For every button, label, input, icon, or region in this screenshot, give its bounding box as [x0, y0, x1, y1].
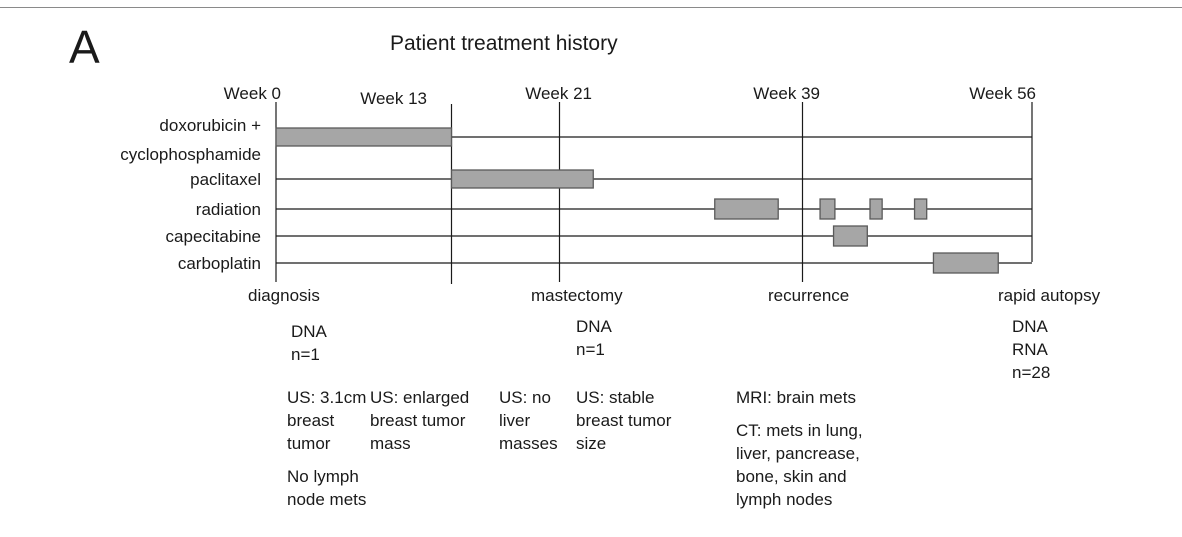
finding-line: size: [576, 434, 607, 453]
week-label: Week 21: [525, 84, 592, 103]
finding-mri: MRI: brain mets: [736, 386, 856, 409]
autopsy-samples: DNA RNA n=28: [1012, 315, 1050, 384]
finding-line: mass: [370, 434, 411, 453]
sample-line: DNA: [291, 322, 327, 341]
treatment-bar: [913, 198, 928, 220]
finding-ct: CT: mets in lung, liver, pancrease, bone…: [736, 419, 863, 511]
finding-line: masses: [499, 434, 558, 453]
finding-line: breast tumor: [370, 411, 466, 430]
week-label: Week 13: [360, 89, 427, 108]
finding-line: US: no: [499, 388, 551, 407]
finding-line: lymph nodes: [736, 490, 833, 509]
sample-line: RNA: [1012, 340, 1048, 359]
week-label: Week 39: [753, 84, 820, 103]
treatment-bar: [714, 198, 779, 220]
finding-line: MRI: brain mets: [736, 388, 856, 407]
event-label: diagnosis: [248, 286, 320, 305]
chart-title: Patient treatment history: [390, 32, 618, 55]
finding-line: node mets: [287, 490, 367, 509]
finding-line: breast: [287, 411, 335, 430]
finding-line: bone, skin and: [736, 467, 847, 486]
treatment-bar: [450, 169, 594, 189]
finding-us-liver: US: no liver masses: [499, 386, 558, 455]
sample-line: DNA: [1012, 317, 1048, 336]
treatment-label: radiation: [196, 200, 261, 219]
sample-line: n=1: [291, 345, 320, 364]
event-label: mastectomy: [531, 286, 623, 305]
treatment-label: capecitabine: [166, 227, 261, 246]
treatment-label: cyclophosphamide: [120, 145, 261, 164]
treatment-bar: [932, 252, 999, 274]
finding-line: CT: mets in lung,: [736, 421, 863, 440]
treatment-bar: [819, 198, 836, 220]
diagnosis-samples: DNA n=1: [291, 320, 327, 366]
finding-line: liver, pancrease,: [736, 444, 860, 463]
finding-line: tumor: [287, 434, 331, 453]
finding-line: breast tumor: [576, 411, 672, 430]
sample-line: DNA: [576, 317, 612, 336]
treatment-label: paclitaxel: [190, 170, 261, 189]
sample-line: n=1: [576, 340, 605, 359]
finding-line: US: 3.1cm: [287, 388, 367, 407]
finding-us-stable: US: stable breast tumor size: [576, 386, 671, 455]
treatment-label: doxorubicin +: [159, 116, 261, 135]
treatment-bar: [275, 127, 453, 147]
finding-line: US: stable: [576, 388, 655, 407]
week-label: Week 56: [969, 84, 1036, 103]
treatment-bar: [869, 198, 883, 220]
treatment-bar: [832, 225, 868, 247]
panel-letter: A: [69, 21, 100, 73]
mastectomy-samples: DNA n=1: [576, 315, 612, 361]
week-label: Week 0: [224, 84, 281, 103]
finding-us-initial: US: 3.1cm breast tumor No lymph node met…: [287, 386, 366, 511]
finding-line: US: enlarged: [370, 388, 470, 407]
finding-us-enlarged: US: enlarged breast tumor mass: [370, 386, 469, 455]
treatment-label: carboplatin: [178, 254, 261, 273]
finding-line: liver: [499, 411, 531, 430]
sample-line: n=28: [1012, 363, 1051, 382]
finding-line: No lymph: [287, 467, 359, 486]
event-label: recurrence: [768, 286, 849, 305]
top-divider: [0, 7, 1182, 8]
event-label: rapid autopsy: [998, 286, 1101, 305]
